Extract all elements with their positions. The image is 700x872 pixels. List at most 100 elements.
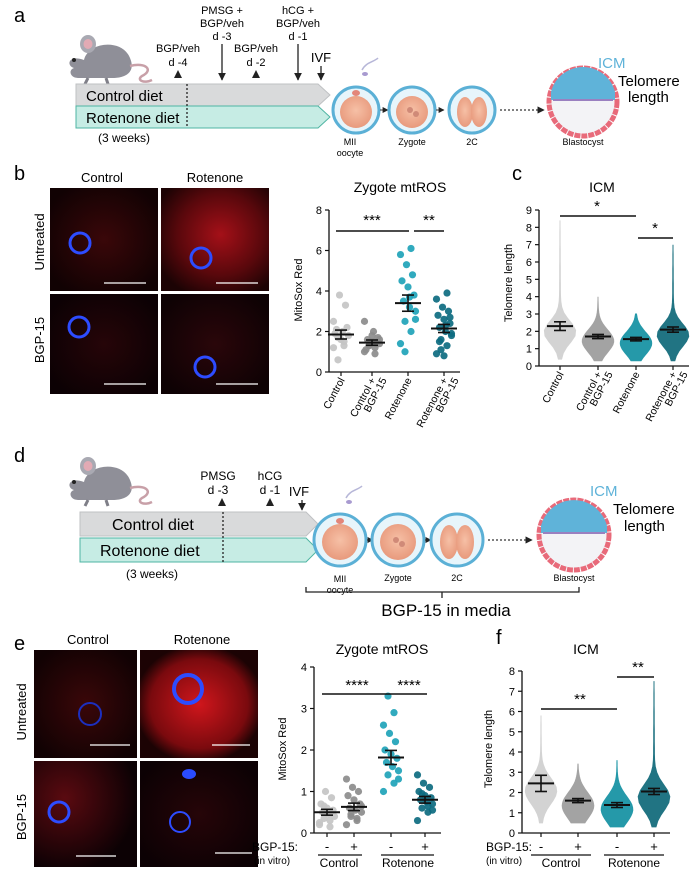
row-label-bgp15-e: BGP-15	[14, 794, 29, 840]
chartC-ytick-label: 8	[526, 222, 532, 234]
chartF-ytick-label: 8	[509, 666, 515, 678]
sig-e-1: ****	[345, 677, 369, 694]
icm-label: ICM	[598, 55, 626, 72]
chartB-point	[435, 338, 444, 346]
chartE-point	[327, 794, 336, 802]
micrograph-control-bgp15	[50, 294, 158, 394]
chartC-ytick-label: 5	[526, 274, 532, 286]
chartB-point	[434, 311, 442, 319]
control-diet-label-d: Control diet	[112, 517, 194, 534]
chartB-ytick-label: 8	[316, 205, 322, 217]
chartB-ytick-label: 4	[316, 286, 322, 298]
panel-letter-a: a	[14, 5, 26, 27]
micrograph-e-control-untreated	[34, 650, 137, 758]
duration-label: (3 weeks)	[98, 131, 150, 145]
stage-label-2c-d: 2C	[451, 573, 463, 583]
chartE-point	[350, 796, 358, 804]
chartE-ytick-label: 0	[301, 828, 307, 840]
chartE-point	[419, 779, 428, 787]
col-label-control-e: Control	[67, 632, 109, 647]
chartB-point	[402, 261, 411, 269]
sign-f-1: -	[539, 839, 543, 854]
micrograph-rotenone-bgp15	[161, 294, 269, 394]
panel-b: b Control Rotenone Untreated BGP-15	[14, 163, 269, 394]
chartC-ytick-label: 0	[526, 361, 532, 373]
chartE-ytick-label: 3	[301, 704, 307, 716]
sign-e-2: +	[350, 839, 358, 854]
bgp-label-e: BGP-15:	[252, 840, 298, 854]
chartB-point	[340, 342, 348, 350]
chartC-ytick-label: 4	[526, 292, 532, 304]
chartE-point	[344, 792, 352, 800]
chartE-point	[428, 806, 437, 814]
sign-f-3: -	[615, 839, 619, 854]
mouse-icon	[69, 35, 153, 85]
stage-blastocyst	[546, 65, 620, 139]
chartB-point	[398, 277, 406, 285]
tl-a-1: BGP/veh	[156, 43, 200, 55]
length-label: length	[628, 89, 669, 106]
panel-letter-c: c	[512, 163, 522, 185]
plot-c-ylabel: Telomere length	[503, 244, 515, 322]
rotenone-diet-bar	[75, 105, 331, 129]
sig-e-2: ****	[397, 677, 421, 694]
chartE-point	[425, 783, 434, 791]
control-diet-bar-d	[79, 511, 319, 537]
sign-f-2: +	[574, 839, 582, 854]
sig-c-1: *	[594, 198, 600, 215]
chartF-ytick-label: 6	[509, 707, 515, 719]
tl-a-4-day: d -1	[289, 31, 308, 43]
stage-label-mii: MII	[344, 137, 357, 147]
chartE-point	[353, 814, 361, 823]
panel-letter-d: d	[14, 445, 25, 467]
chartB-point	[401, 348, 409, 356]
micrograph-e-control-bgp15	[34, 761, 137, 867]
chartE-point	[391, 738, 400, 746]
marker-d-4	[174, 70, 182, 78]
tl-a-2-line2: BGP/veh	[200, 18, 244, 30]
length-label-d: length	[624, 518, 665, 535]
chartB-point	[408, 271, 417, 279]
stage-label-zygote-d: Zygote	[384, 573, 412, 583]
ivf-label: IVF	[311, 50, 331, 65]
chartE-point	[379, 787, 388, 796]
chartB-ytick-label: 0	[316, 367, 322, 379]
chartE-point	[321, 787, 330, 796]
micrograph-e-rotenone-bgp15	[140, 761, 258, 867]
chartB-ytick-label: 2	[316, 327, 322, 339]
mouse-icon-d	[69, 457, 153, 507]
chartB-xtick-label: Control	[321, 376, 347, 412]
tl-a-3: BGP/veh	[234, 43, 278, 55]
chartE-ytick-label: 4	[301, 662, 307, 674]
plot-f-ylabel: Telomere length	[483, 710, 495, 788]
tl-a-3-day: d -2	[247, 57, 266, 69]
plot-b-ylabel: MitoSox Red	[293, 259, 305, 322]
stage-label-blastocyst-d: Blastocyst	[553, 573, 595, 583]
stage-label-2c: 2C	[466, 137, 478, 147]
chartC-ytick-label: 2	[526, 326, 532, 338]
chartB-point	[343, 323, 351, 332]
bgp-label-f: BGP-15:	[486, 840, 532, 854]
chartB-point	[401, 317, 409, 325]
in-vitro-e: (in vitro)	[254, 856, 290, 867]
chartE-point	[354, 787, 363, 796]
chartB-point	[405, 303, 414, 311]
stage-label-oocyte-d: oocyte	[327, 585, 354, 595]
plot-c-title: ICM	[589, 179, 615, 195]
row-label-untreated: Untreated	[32, 213, 47, 270]
chartF-violin	[561, 763, 595, 824]
chartE-point	[390, 709, 398, 717]
chartC-violin	[543, 220, 577, 360]
rotenone-diet-bar-d	[79, 537, 319, 563]
chartB-point	[438, 303, 447, 311]
chartB-point	[329, 317, 338, 325]
chartF-ytick-label: 3	[509, 767, 515, 779]
chartF-ytick-label: 7	[509, 686, 515, 698]
chartF-ytick-label: 2	[509, 788, 515, 800]
tl-d-1-day: d -3	[208, 483, 229, 497]
stage-label-blastocyst: Blastocyst	[562, 137, 604, 147]
col-label-rotenone: Rotenone	[187, 170, 243, 185]
row-label-bgp15: BGP-15	[32, 317, 47, 363]
chartB-point	[371, 350, 379, 358]
